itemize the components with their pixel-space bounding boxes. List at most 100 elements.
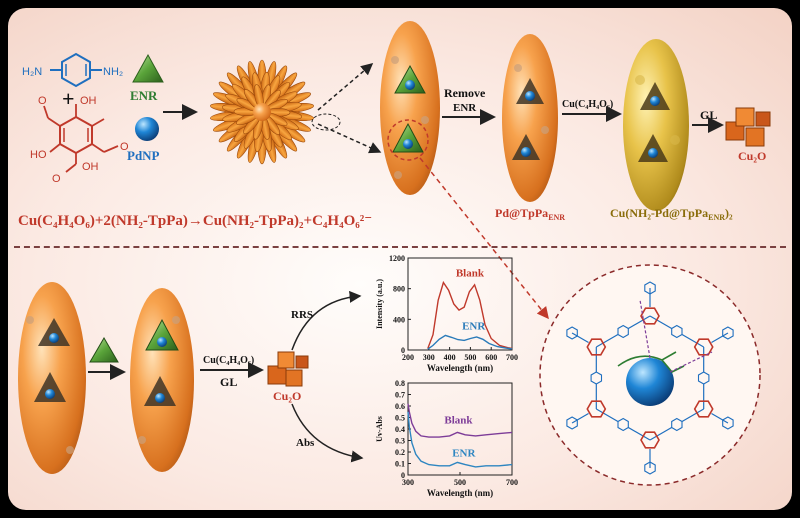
y-tick-label: 0.4 — [395, 425, 405, 434]
zoom-arrow-to-structure — [419, 157, 549, 320]
zoom-arrow-upper — [317, 63, 374, 111]
cu-reagent-label-bottom: Cu(C₄H₄O₆) — [203, 355, 254, 366]
triformyl-ring — [586, 400, 607, 418]
rod-bottom-left — [18, 282, 86, 474]
x-axis-label: Wavelength (nm) — [427, 488, 493, 498]
diamine-molecule: H₂N NH₂ — [22, 52, 123, 88]
rrs-label: RRS — [291, 309, 313, 321]
enr-label: ENR — [130, 88, 158, 103]
x-tick-label: 300 — [423, 353, 435, 362]
enr-molecule-sketch — [617, 351, 677, 367]
flower-center — [253, 103, 271, 121]
remove-label: Remove — [444, 86, 486, 100]
hydroxyl-left: HO — [30, 149, 47, 161]
x-tick-label: 300 — [402, 478, 414, 487]
x-tick-label: 700 — [506, 478, 518, 487]
y-tick-label: 400 — [393, 315, 405, 324]
amine-arm — [711, 332, 729, 344]
x-axis-label: Wavelength (nm) — [427, 363, 493, 373]
tppa-flower-cluster — [210, 59, 314, 165]
aldehyde-o-bottom: O — [52, 173, 61, 185]
x-tick-label: 500 — [454, 478, 466, 487]
hydroxyl-bottom: OH — [82, 161, 99, 173]
hydroxyl-top: OH — [80, 95, 97, 107]
pdnp-label: PdNP — [127, 148, 160, 163]
legend-enr-abs: ENR — [452, 448, 476, 460]
y-tick-label: 0.6 — [395, 402, 405, 411]
aldehyde-o-right: O — [120, 141, 129, 153]
aldehyde-o-top: O — [38, 95, 47, 107]
phenyl-ring — [644, 281, 656, 295]
cof-structure-zoom — [539, 264, 761, 486]
chart-frame — [407, 382, 513, 476]
abs-label: Abs — [296, 437, 315, 449]
rod-pd-tppa — [502, 34, 558, 202]
y-tick-label: 0.7 — [395, 391, 405, 400]
series-line-enr — [427, 334, 513, 350]
cu2o-label-top: Cu₂O — [738, 149, 766, 163]
triformyl-ring — [586, 338, 607, 356]
y-tick-label: 0.5 — [395, 414, 405, 423]
triformyl-ring — [693, 400, 714, 418]
y-tick-label: 0.2 — [395, 448, 405, 457]
y-tick-label: 0 — [401, 471, 405, 480]
cu2o-label-bottom: Cu₂O — [273, 389, 301, 403]
y-tick-label: 0 — [401, 346, 405, 355]
y-axis-label: Uv-Abs — [375, 416, 384, 442]
phenyl-ring — [671, 417, 683, 432]
y-tick-label: 0.3 — [395, 437, 405, 446]
rod-cu-complex — [623, 39, 689, 211]
phenyl-ring — [617, 324, 629, 339]
x-tick-label: 600 — [485, 353, 497, 362]
phenyl-ring — [697, 371, 710, 385]
y-tick-label: 0.1 — [395, 460, 405, 469]
legend-blank-abs: Blank — [444, 414, 473, 426]
triformyl-ring — [693, 338, 714, 356]
phenyl-ring — [671, 324, 683, 339]
y-tick-label: 0.8 — [395, 379, 405, 388]
chart-frame — [407, 257, 513, 351]
gl-label-bottom: GL — [220, 375, 237, 389]
triformylphloroglucinol-molecule: O OH HO O OH O — [30, 95, 129, 185]
cu2o-cubes-top — [725, 107, 771, 147]
arrow-abs — [291, 403, 364, 463]
zoom-arrow-lower — [317, 123, 382, 154]
cu-reagent-label-top: Cu(C₄H₄O₆) — [562, 99, 613, 110]
phenyl-ring — [590, 371, 603, 385]
cu-complex-label: Cu(NH₂-Pd@TpPaENR)₂ — [610, 206, 733, 222]
pd-tppa-label: Pd@TpPaENR — [495, 206, 565, 222]
y-tick-label: 1200 — [389, 254, 405, 263]
reaction-equation: Cu(C₄H₄O₆)+2(NH₂-TpPa)→Cu(NH₂-TpPa)₂+C₄H… — [18, 213, 372, 229]
rod-imprinted-enr — [380, 21, 440, 195]
cu2o-cubes-bottom — [267, 351, 309, 387]
plus-sign: + — [62, 86, 75, 111]
remove-enr-label: ENR — [453, 102, 477, 114]
arrow-rrs — [291, 290, 362, 351]
legend-blank-rrs: Blank — [456, 267, 485, 279]
y-axis-label: Intensity (a.u.) — [375, 279, 384, 329]
enr-analyte-icon — [89, 337, 119, 363]
x-tick-label: 500 — [464, 353, 476, 362]
phenyl-ring — [722, 416, 734, 430]
series-line-blank — [427, 280, 513, 350]
amine-arm — [571, 412, 589, 424]
x-tick-label: 200 — [402, 353, 414, 362]
amine-arm — [711, 412, 729, 424]
x-tick-label: 700 — [506, 353, 518, 362]
phenyl-ring — [566, 326, 578, 340]
phenyl-ring — [566, 416, 578, 430]
section-divider — [14, 246, 786, 248]
amine-label-left: H₂N — [22, 66, 42, 78]
gl-label-top: GL — [700, 108, 717, 122]
series-line-blank — [407, 403, 513, 438]
pd-nanoparticle-icon — [135, 117, 159, 141]
series-line-enr — [407, 411, 513, 468]
rod-bottom-rebound — [130, 288, 194, 472]
pd-core-sphere — [626, 358, 674, 406]
zoom-marker — [311, 113, 341, 131]
phenyl-ring — [722, 326, 734, 340]
triformyl-ring — [640, 431, 660, 449]
